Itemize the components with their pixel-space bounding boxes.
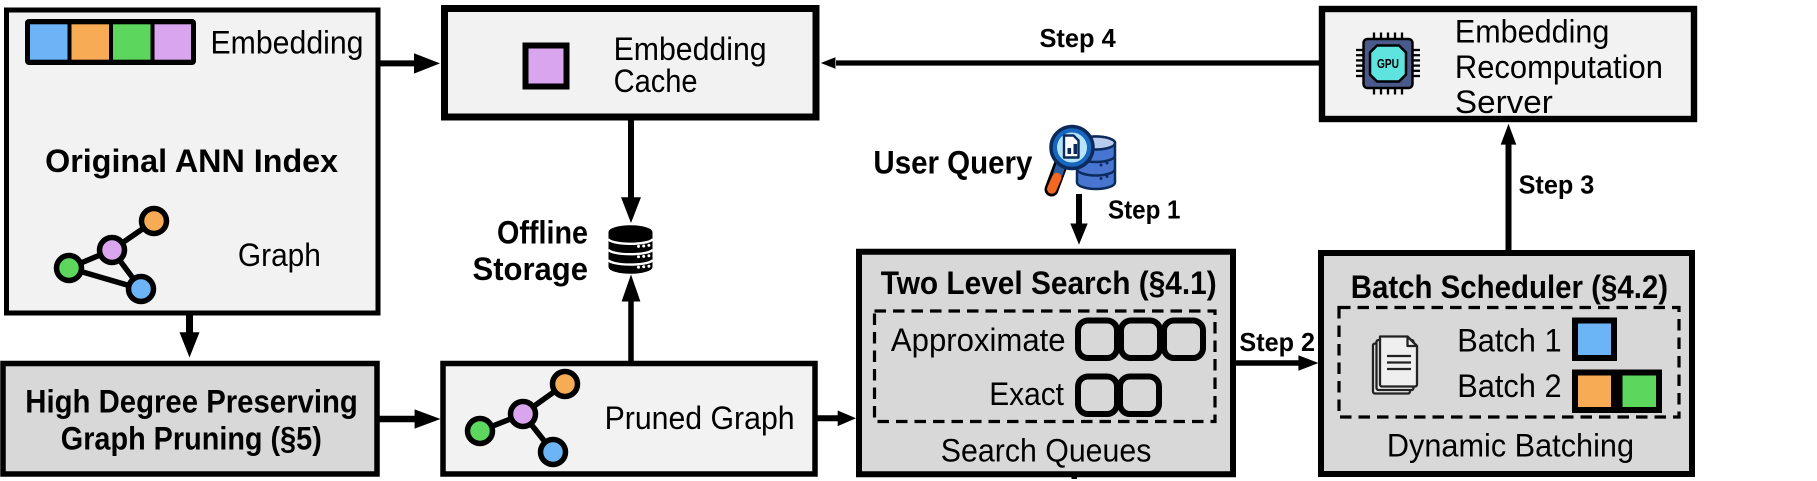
svg-text:Embedding: Embedding [1455,14,1609,50]
svg-text:Cache: Cache [614,63,698,99]
svg-text:Batch 2: Batch 2 [1457,368,1561,404]
svg-text:Graph Pruning (§5): Graph Pruning (§5) [61,421,322,457]
svg-text:Pruned Graph: Pruned Graph [605,400,795,436]
svg-text:High Degree Preserving: High Degree Preserving [25,384,358,420]
svg-text:Offline: Offline [497,215,588,251]
svg-text:Original ANN Index: Original ANN Index [45,143,338,179]
svg-text:Step 4: Step 4 [1040,23,1117,53]
svg-text:Batch 1: Batch 1 [1457,323,1561,359]
svg-text:Step 2: Step 2 [1239,327,1315,357]
svg-text:Server: Server [1455,84,1553,120]
svg-text:Step 1: Step 1 [1108,194,1181,224]
svg-text:Step 3: Step 3 [1519,169,1595,199]
svg-text:Recomputation: Recomputation [1455,49,1663,85]
svg-text:Embedding: Embedding [614,31,767,67]
svg-text:Two Level Search (§4.1): Two Level Search (§4.1) [881,265,1217,301]
svg-text:Exact: Exact [989,376,1064,412]
svg-text:Graph: Graph [238,237,321,273]
svg-text:GPU: GPU [1377,57,1399,71]
svg-text:Embedding: Embedding [211,24,364,60]
svg-text:Approximate: Approximate [891,322,1066,358]
svg-text:Search Queues: Search Queues [941,433,1152,469]
svg-text:Batch Scheduler (§4.2): Batch Scheduler (§4.2) [1351,269,1668,305]
svg-text:Storage: Storage [473,251,589,287]
svg-text:Dynamic Batching: Dynamic Batching [1387,428,1634,464]
svg-text:User Query: User Query [873,145,1032,181]
